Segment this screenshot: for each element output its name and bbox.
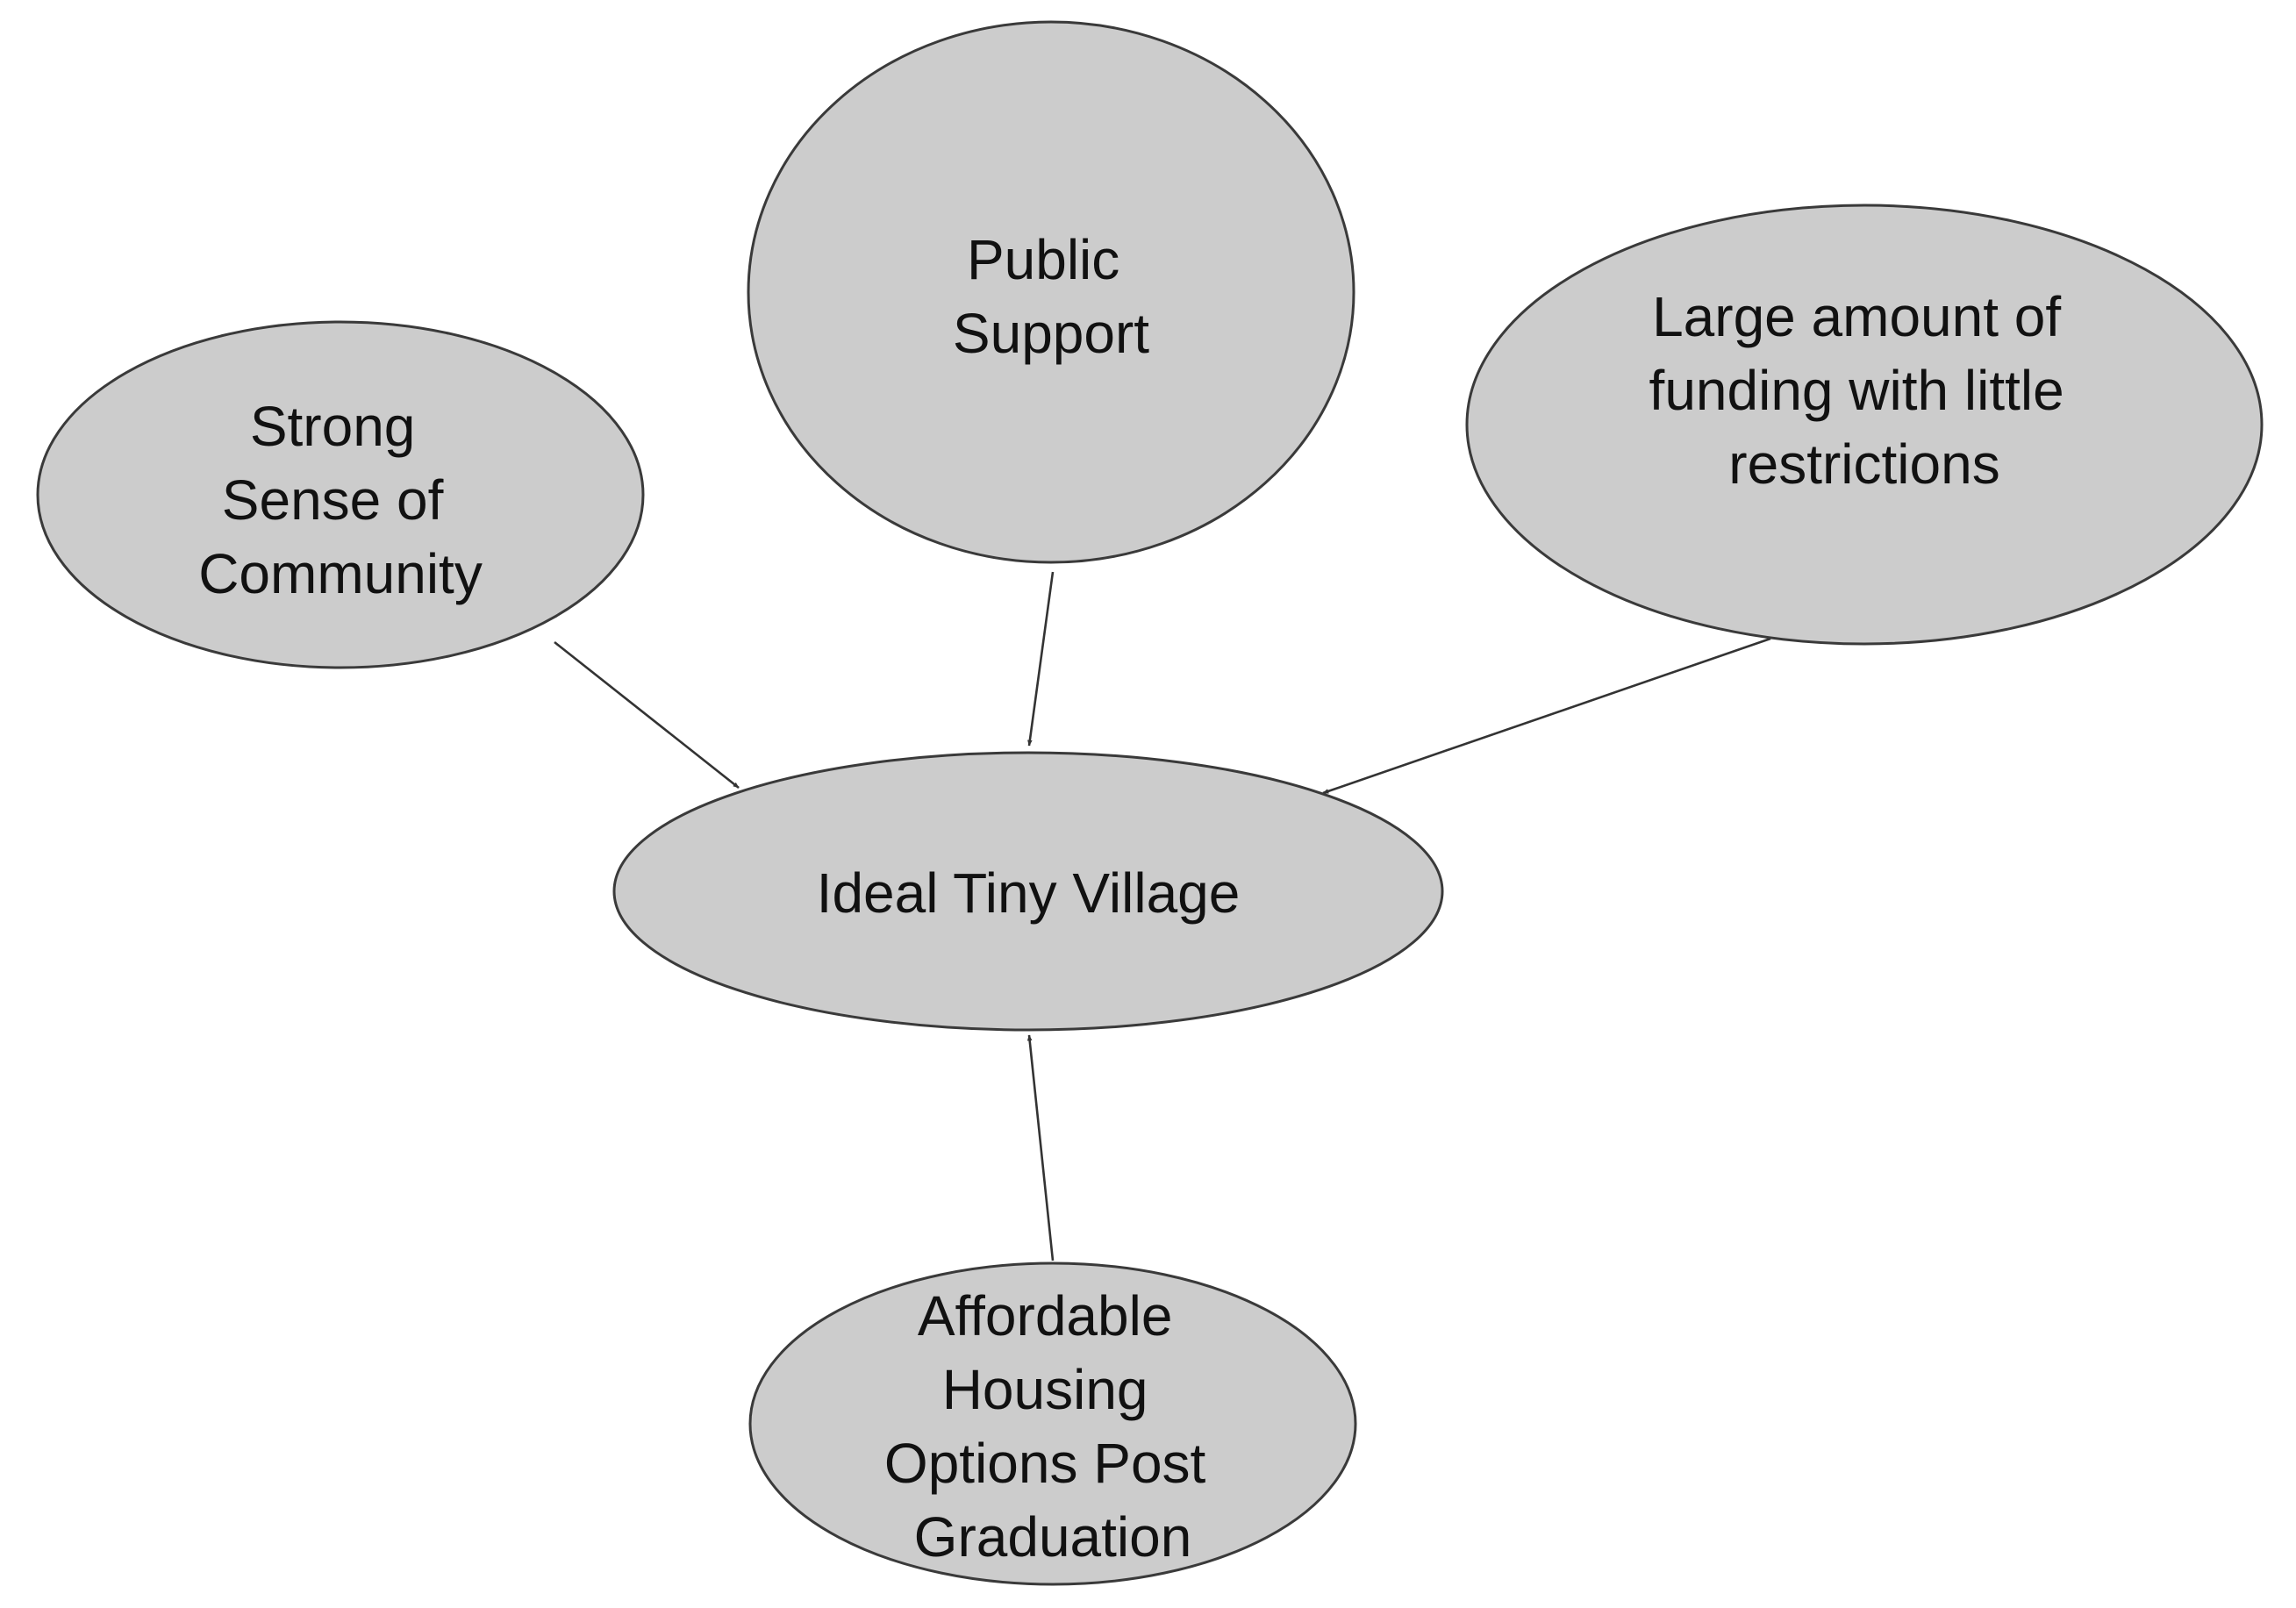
node-large-funding: Large amount of funding with little rest… xyxy=(1465,204,2264,646)
node-shape-strong-community xyxy=(36,320,645,669)
edge-strong-community-to-ideal-tiny-village xyxy=(554,640,740,790)
node-label-line: Large amount of xyxy=(1652,285,2061,348)
node-shape-public-support xyxy=(747,20,1355,564)
node-strong-community: Strong Sense of Community xyxy=(36,320,645,669)
edge-large-funding-to-ideal-tiny-village xyxy=(1322,637,1771,795)
node-label-line: restrictions xyxy=(1728,432,1999,496)
node-label-line: Options Post xyxy=(884,1432,1206,1495)
node-label-line: Affordable xyxy=(918,1284,1173,1347)
node-label-ideal-tiny-village: Ideal Tiny Village xyxy=(817,861,1241,925)
node-label-line: Sense of xyxy=(222,468,444,532)
edge-public-support-to-ideal-tiny-village xyxy=(1027,571,1055,747)
node-public-support: Public Support xyxy=(747,20,1355,564)
edges-layer xyxy=(554,571,1771,1261)
node-ideal-tiny-village: Ideal Tiny Village xyxy=(612,751,1444,1032)
nodes-layer: Strong Sense of Community Public Support… xyxy=(36,20,2264,1586)
node-label-line: funding with little xyxy=(1649,359,2064,422)
edge-affordable-housing-to-ideal-tiny-village xyxy=(1026,1034,1055,1261)
node-label-public-support: Public Support xyxy=(953,228,1149,365)
node-label-line: Ideal Tiny Village xyxy=(817,861,1241,925)
node-label-large-funding: Large amount of funding with little rest… xyxy=(1649,285,2080,496)
node-affordable-housing: Affordable Housing Options Post Graduati… xyxy=(748,1261,1357,1586)
node-shape-affordable-housing xyxy=(748,1261,1357,1586)
node-label-line: Graduation xyxy=(914,1505,1192,1569)
node-label-line: Strong xyxy=(250,395,416,458)
node-label-line: Community xyxy=(198,542,483,605)
node-label-line: Housing xyxy=(942,1358,1148,1421)
node-label-line: Public xyxy=(967,228,1119,291)
node-label-line: Support xyxy=(953,302,1149,365)
node-label-strong-community: Strong Sense of Community xyxy=(198,395,483,605)
node-label-affordable-housing: Affordable Housing Options Post Graduati… xyxy=(884,1284,1221,1569)
node-shape-ideal-tiny-village xyxy=(612,751,1444,1032)
node-shape-large-funding xyxy=(1465,204,2264,646)
